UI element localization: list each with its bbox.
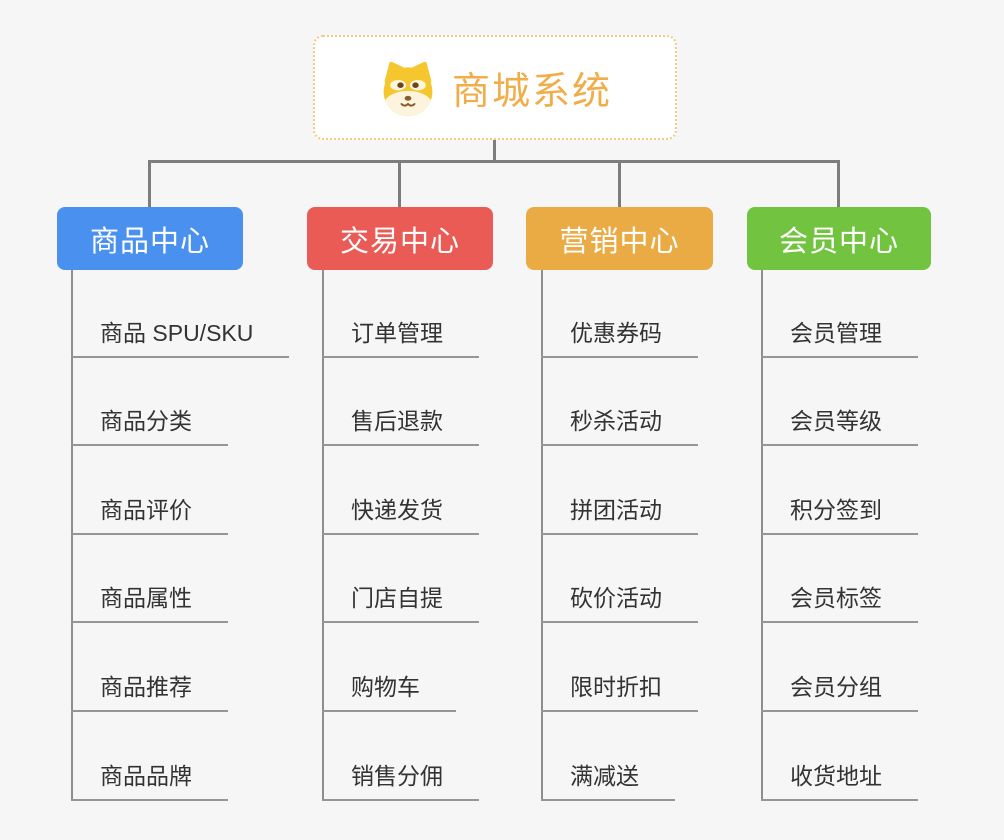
leaf-node[interactable]: 商品属性 bbox=[71, 585, 228, 623]
leaf-rail-trade bbox=[322, 270, 324, 801]
leaf-node[interactable]: 会员标签 bbox=[761, 585, 918, 623]
leaf-rail-product bbox=[71, 270, 73, 801]
branch-node-trade[interactable]: 交易中心 bbox=[307, 207, 493, 270]
branch-label: 会员中心 bbox=[778, 225, 899, 258]
leaf-node[interactable]: 限时折扣 bbox=[541, 674, 698, 712]
leaf-node[interactable]: 秒杀活动 bbox=[541, 408, 698, 446]
leaf-node[interactable]: 拼团活动 bbox=[541, 497, 698, 535]
leaf-node[interactable]: 订单管理 bbox=[322, 320, 479, 358]
leaf-node[interactable]: 会员等级 bbox=[761, 408, 918, 446]
leaf-node[interactable]: 商品分类 bbox=[71, 408, 228, 446]
root-node[interactable]: 商城系统 bbox=[313, 35, 677, 140]
leaf-node[interactable]: 会员分组 bbox=[761, 674, 918, 712]
leaf-rail-member bbox=[761, 270, 763, 801]
leaf-node[interactable]: 会员管理 bbox=[761, 320, 918, 358]
root-title: 商城系统 bbox=[451, 71, 612, 113]
shiba-dog-icon bbox=[383, 61, 433, 116]
branch-label: 商品中心 bbox=[89, 225, 210, 258]
branch-label: 交易中心 bbox=[339, 225, 460, 258]
leaf-node[interactable]: 售后退款 bbox=[322, 408, 479, 446]
leaf-node[interactable]: 满减送 bbox=[541, 763, 675, 801]
leaf-node[interactable]: 积分签到 bbox=[761, 497, 918, 535]
leaf-node[interactable]: 门店自提 bbox=[322, 585, 479, 623]
connector-root-stem bbox=[493, 140, 496, 162]
connector-horizontal-bus bbox=[148, 160, 840, 163]
connector-drop-member bbox=[837, 160, 840, 207]
leaf-node[interactable]: 销售分佣 bbox=[322, 763, 479, 801]
branch-node-marketing[interactable]: 营销中心 bbox=[526, 207, 713, 270]
branch-node-product[interactable]: 商品中心 bbox=[57, 207, 243, 270]
leaf-node[interactable]: 商品推荐 bbox=[71, 674, 228, 712]
leaf-node[interactable]: 商品品牌 bbox=[71, 763, 228, 801]
leaf-rail-marketing bbox=[541, 270, 543, 801]
leaf-node[interactable]: 商品评价 bbox=[71, 497, 228, 535]
leaf-node[interactable]: 优惠券码 bbox=[541, 320, 698, 358]
connector-drop-marketing bbox=[618, 160, 621, 207]
leaf-node[interactable]: 收货地址 bbox=[761, 763, 918, 801]
branch-node-member[interactable]: 会员中心 bbox=[747, 207, 931, 270]
leaf-node[interactable]: 购物车 bbox=[322, 674, 456, 712]
connector-drop-trade bbox=[398, 160, 401, 207]
leaf-node[interactable]: 商品 SPU/SKU bbox=[71, 320, 290, 358]
connector-drop-product bbox=[148, 160, 151, 207]
leaf-node[interactable]: 砍价活动 bbox=[541, 585, 698, 623]
leaf-node[interactable]: 快递发货 bbox=[322, 497, 479, 535]
branch-label: 营销中心 bbox=[559, 225, 680, 258]
